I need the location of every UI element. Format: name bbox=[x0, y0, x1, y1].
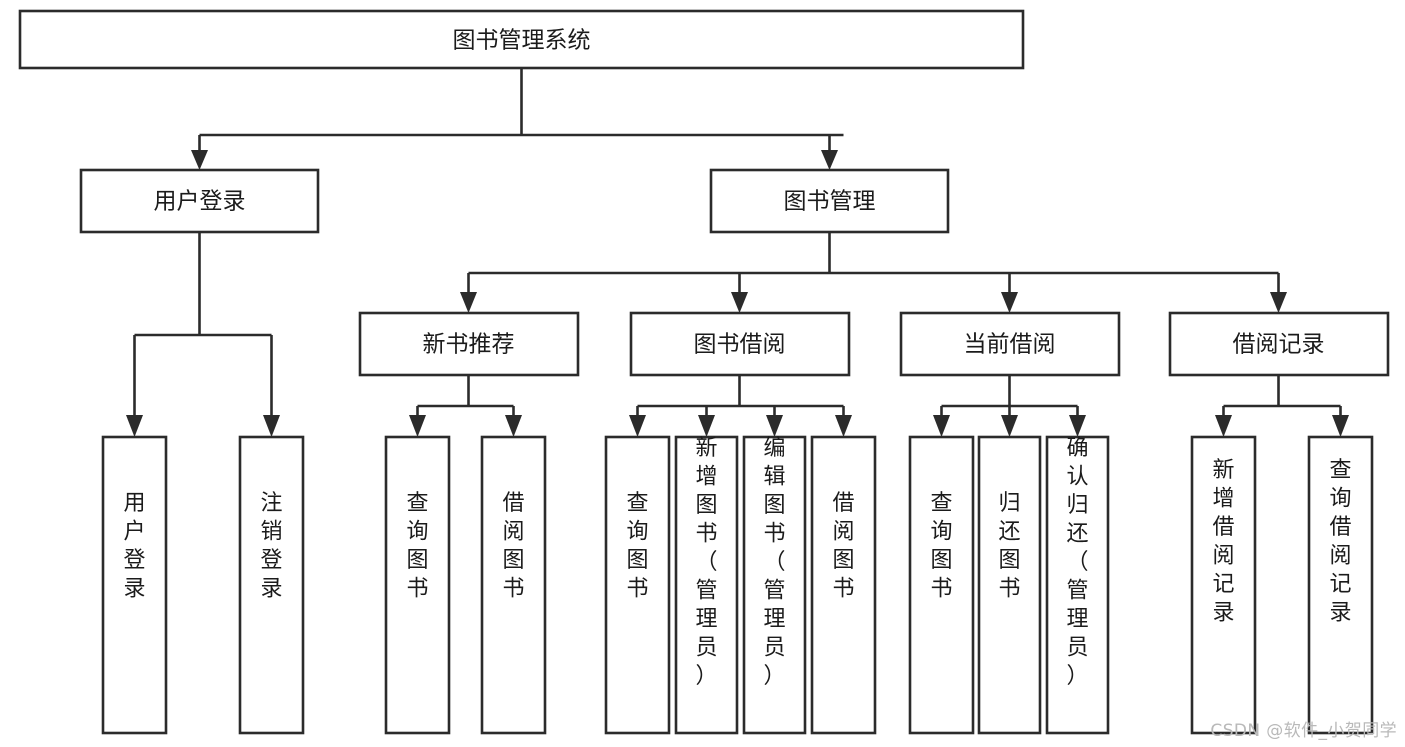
node-new-book-recommend[interactable]: 新书推荐 bbox=[358, 311, 580, 377]
leaf-query-record-label: 查询借阅记录 bbox=[1329, 458, 1351, 626]
node-book-management-label: 图书管理 bbox=[784, 189, 876, 215]
node-borrow-record-box[interactable] bbox=[1168, 311, 1390, 377]
leaf-add-book-label: 新增图书（管理员） bbox=[695, 436, 717, 689]
leaf-confirm-return-label: 确认归还（管理员） bbox=[1066, 436, 1088, 689]
node-current-borrow-box[interactable] bbox=[899, 311, 1121, 377]
leaf-query-record-box[interactable] bbox=[1307, 435, 1374, 735]
leaf-borrow-book-1[interactable]: 借阅图书 bbox=[480, 435, 547, 735]
leaf-edit-book[interactable]: 编辑图书（管理员） bbox=[742, 435, 807, 735]
arrow-head-book-management bbox=[821, 150, 838, 170]
leaf-borrow-book-1-box[interactable] bbox=[480, 435, 547, 735]
leaf-query-book-3-label: 查询图书 bbox=[930, 491, 952, 602]
leaf-query-book-3[interactable]: 查询图书 bbox=[908, 435, 975, 735]
arrow-head-borrow-record bbox=[1270, 292, 1287, 313]
leaf-user-login-label: 用户登录 bbox=[123, 491, 145, 602]
arrow-head-leaf-query-book-1 bbox=[409, 415, 426, 437]
node-borrow-record[interactable]: 借阅记录 bbox=[1168, 311, 1390, 377]
node-book-borrow-label: 图书借阅 bbox=[694, 332, 786, 358]
arrow-head-leaf-user-logout bbox=[263, 415, 280, 437]
edge-layer bbox=[126, 68, 1349, 437]
leaf-user-logout-box[interactable] bbox=[238, 435, 305, 735]
node-current-borrow-label: 当前借阅 bbox=[964, 332, 1056, 358]
leaf-borrow-book-1-label: 借阅图书 bbox=[502, 491, 524, 602]
arrow-head-leaf-return-book bbox=[1001, 415, 1018, 437]
leaf-edit-book-label: 编辑图书（管理员） bbox=[763, 436, 785, 689]
arrow-head-book-borrow bbox=[731, 292, 748, 313]
arrow-head-leaf-user-login bbox=[126, 415, 143, 437]
node-user-login-box[interactable] bbox=[79, 168, 320, 234]
arrow-head-leaf-borrow-book-2 bbox=[835, 415, 852, 437]
node-new-book-recommend-label: 新书推荐 bbox=[423, 332, 515, 358]
leaf-query-book-3-box[interactable] bbox=[908, 435, 975, 735]
arrow-head-leaf-add-record bbox=[1215, 415, 1232, 437]
arrow-head-leaf-confirm-return bbox=[1069, 415, 1086, 437]
node-new-book-recommend-box[interactable] bbox=[358, 311, 580, 377]
leaf-add-record-box[interactable] bbox=[1190, 435, 1257, 735]
arrow-head-leaf-query-book-3 bbox=[933, 415, 950, 437]
leaf-user-login-box[interactable] bbox=[101, 435, 168, 735]
leaf-user-login[interactable]: 用户登录 bbox=[101, 435, 168, 735]
arrow-head-user-login bbox=[191, 150, 208, 170]
leaf-add-book-box[interactable] bbox=[674, 435, 739, 735]
leaf-return-book-label: 归还图书 bbox=[998, 491, 1020, 602]
node-book-management-box[interactable] bbox=[709, 168, 950, 234]
leaf-add-record[interactable]: 新增借阅记录 bbox=[1190, 435, 1257, 735]
leaf-query-book-1-box[interactable] bbox=[384, 435, 451, 735]
node-user-login[interactable]: 用户登录 bbox=[79, 168, 320, 234]
leaf-borrow-book-2[interactable]: 借阅图书 bbox=[810, 435, 877, 735]
leaf-borrow-book-2-label: 借阅图书 bbox=[832, 491, 854, 602]
arrow-head-new-book-recommend bbox=[460, 292, 477, 313]
arrow-head-leaf-add-book bbox=[698, 415, 715, 437]
leaf-confirm-return[interactable]: 确认归还（管理员） bbox=[1045, 435, 1110, 735]
leaf-query-book-2[interactable]: 查询图书 bbox=[604, 435, 671, 735]
arrow-head-leaf-query-record bbox=[1332, 415, 1349, 437]
leaf-query-book-1-label: 查询图书 bbox=[406, 491, 428, 602]
leaf-add-book[interactable]: 新增图书（管理员） bbox=[674, 435, 739, 735]
arrow-head-leaf-query-book-2 bbox=[629, 415, 646, 437]
leaf-borrow-book-2-box[interactable] bbox=[810, 435, 877, 735]
arrow-head-current-borrow bbox=[1001, 292, 1018, 313]
leaf-edit-book-box[interactable] bbox=[742, 435, 807, 735]
node-book-management[interactable]: 图书管理 bbox=[709, 168, 950, 234]
node-root[interactable]: 图书管理系统 bbox=[18, 9, 1025, 70]
leaf-query-book-1[interactable]: 查询图书 bbox=[384, 435, 451, 735]
leaf-confirm-return-box[interactable] bbox=[1045, 435, 1110, 735]
leaf-query-record[interactable]: 查询借阅记录 bbox=[1307, 435, 1374, 735]
node-root-label: 图书管理系统 bbox=[453, 28, 591, 54]
node-book-borrow[interactable]: 图书借阅 bbox=[629, 311, 851, 377]
arrow-head-leaf-edit-book bbox=[766, 415, 783, 437]
leaf-return-book-box[interactable] bbox=[977, 435, 1042, 735]
node-borrow-record-label: 借阅记录 bbox=[1233, 332, 1325, 358]
arrow-head-leaf-borrow-book-1 bbox=[505, 415, 522, 437]
leaf-query-book-2-label: 查询图书 bbox=[626, 491, 648, 602]
leaf-user-logout-label: 注销登录 bbox=[260, 491, 282, 602]
leaf-query-book-2-box[interactable] bbox=[604, 435, 671, 735]
node-user-login-label: 用户登录 bbox=[154, 189, 246, 215]
leaf-return-book[interactable]: 归还图书 bbox=[977, 435, 1042, 735]
leaf-add-record-label: 新增借阅记录 bbox=[1212, 458, 1234, 626]
node-root-box[interactable] bbox=[18, 9, 1025, 70]
node-book-borrow-box[interactable] bbox=[629, 311, 851, 377]
leaf-user-logout[interactable]: 注销登录 bbox=[238, 435, 305, 735]
node-current-borrow[interactable]: 当前借阅 bbox=[899, 311, 1121, 377]
